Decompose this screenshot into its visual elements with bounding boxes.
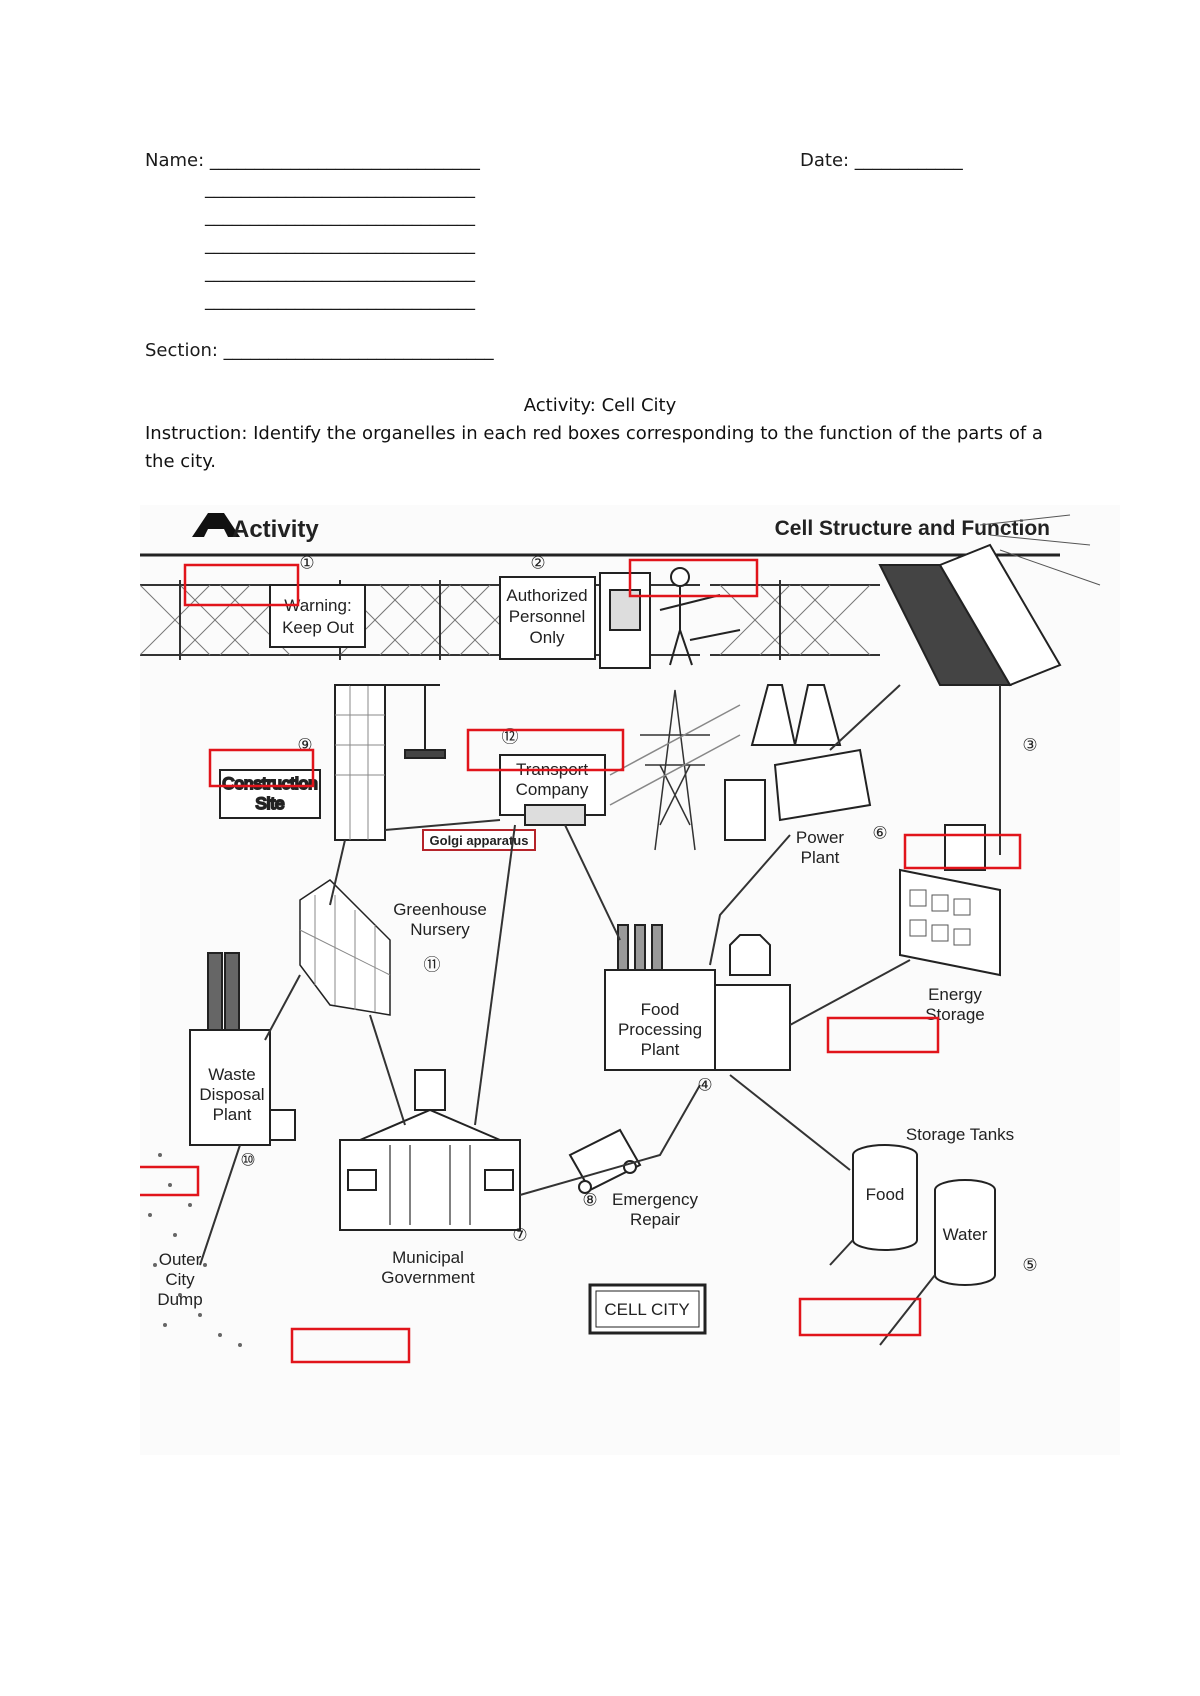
- emergency-repair-line-1: Emergency: [612, 1190, 698, 1209]
- number-marker-5: ⑤: [1022, 1256, 1037, 1275]
- cell-city-sign-text: CELL CITY: [604, 1300, 689, 1319]
- energy-storage-line-1: Energy: [928, 985, 982, 1004]
- greenhouse-line-2: Nursery: [410, 920, 470, 939]
- number-marker-4: ④: [697, 1076, 712, 1095]
- food-processing-line-2: Processing: [618, 1020, 702, 1039]
- tank-food-label: Food: [866, 1185, 905, 1204]
- outer-city-dump-line-3: Dump: [157, 1290, 202, 1309]
- warning-sign-line-2: Keep Out: [282, 618, 354, 637]
- figure-header-title: Cell Structure and Function: [775, 517, 1050, 540]
- number-marker-12: ⑫: [502, 728, 519, 747]
- name-blank-line-5[interactable]: ______________________________: [205, 290, 475, 311]
- answer-box-9[interactable]: [208, 748, 315, 788]
- section-field[interactable]: Section: ______________________________: [145, 340, 494, 361]
- answer-boxes: [140, 558, 1022, 1364]
- cell-city-sign: CELL CITY: [588, 1283, 707, 1335]
- answer-box-4[interactable]: [826, 1016, 940, 1054]
- authorized-sign-line-2: Personnel: [509, 607, 586, 626]
- answer-box-10[interactable]: [140, 1165, 200, 1197]
- tank-water-label: Water: [943, 1225, 988, 1244]
- construction-site-line-1: Construction: [222, 774, 317, 793]
- authorized-sign-line-3: Only: [530, 628, 565, 647]
- name-blank-line-1[interactable]: ______________________________: [205, 178, 475, 199]
- waste-disposal-line-1: Waste: [208, 1065, 256, 1084]
- municipal-government-line-2: Government: [381, 1268, 475, 1287]
- number-marker-6: ⑥: [872, 824, 887, 843]
- name-field[interactable]: Name: ______________________________: [145, 150, 480, 171]
- activity-logo-mark: [192, 513, 240, 537]
- golgi-label-text: Golgi apparatus: [430, 833, 529, 848]
- transport-company-line-2: Company: [516, 780, 589, 799]
- golgi-label: Golgi apparatus: [422, 829, 536, 851]
- answer-box-1[interactable]: [183, 563, 300, 607]
- number-marker-3: ③: [1022, 736, 1037, 755]
- waste-disposal-line-3: Plant: [213, 1105, 252, 1124]
- activity-logo-text: Activity: [232, 516, 319, 543]
- outer-city-dump-line-2: City: [165, 1270, 195, 1289]
- storage-tanks-label: Storage Tanks: [906, 1125, 1014, 1144]
- number-markers: ① ② ③ ④ ⑤ ⑥ ⑦ ⑧ ⑨ ⑩ ⑪ ⑫: [240, 554, 1037, 1275]
- construction-site-line-2: Site: [255, 794, 284, 813]
- outer-city-dump: Outer City Dump: [148, 1153, 242, 1347]
- warning-sign: Warning: Keep Out: [269, 584, 366, 648]
- outer-city-dump-line-1: Outer: [159, 1250, 202, 1269]
- power-plant-line-2: Plant: [801, 848, 840, 867]
- emergency-repair-line-2: Repair: [630, 1210, 680, 1229]
- construction-site: Construction Site: [219, 684, 446, 841]
- warning-sign-line-1: Warning:: [284, 596, 351, 615]
- greenhouse-line-1: Greenhouse: [393, 900, 487, 919]
- answer-box-2[interactable]: [628, 558, 759, 598]
- answer-box-7[interactable]: [290, 1327, 411, 1364]
- food-processing-line-1: Food: [641, 1000, 680, 1019]
- municipal-government: Municipal Government: [339, 1069, 521, 1287]
- activity-title: Activity: Cell City: [523, 395, 677, 416]
- greenhouse: Greenhouse Nursery: [299, 879, 487, 1016]
- answer-box-5[interactable]: [798, 1297, 922, 1337]
- authorized-sign-line-1: Authorized: [506, 586, 587, 605]
- date-field[interactable]: Date: ____________: [800, 150, 963, 171]
- instruction-text: Instruction: Identify the organelles in …: [145, 423, 1043, 472]
- name-blank-line-4[interactable]: ______________________________: [205, 262, 475, 283]
- cell-city-illustration: Activity Cell Structure and Function War…: [140, 505, 1120, 1455]
- figure-header: Activity Cell Structure and Function: [140, 513, 1060, 557]
- energy-storage: Energy Storage: [899, 824, 1001, 1024]
- number-marker-1: ①: [299, 554, 314, 573]
- answer-box-6[interactable]: [903, 833, 1022, 870]
- answer-box-12[interactable]: [466, 728, 625, 772]
- name-blank-line-2[interactable]: ______________________________: [205, 206, 475, 227]
- cell-city-figure: Activity Cell Structure and Function War…: [140, 505, 1120, 1455]
- food-processing-plant: Food Processing Plant: [604, 924, 791, 1071]
- authorized-sign: Authorized Personnel Only: [499, 576, 596, 660]
- name-blank-line-3[interactable]: ______________________________: [205, 234, 475, 255]
- power-plant-line-1: Power: [796, 828, 845, 847]
- waste-disposal-plant: Waste Disposal Plant: [189, 952, 296, 1146]
- number-marker-11: ⑪: [424, 956, 441, 975]
- number-marker-9: ⑨: [297, 736, 312, 755]
- number-marker-7: ⑦: [512, 1226, 527, 1245]
- number-marker-2: ②: [530, 554, 545, 573]
- number-marker-10: ⑩: [240, 1151, 255, 1170]
- food-processing-line-3: Plant: [641, 1040, 680, 1059]
- waste-disposal-line-2: Disposal: [199, 1085, 264, 1104]
- power-tower: [609, 689, 741, 851]
- guard-house: [599, 567, 741, 669]
- municipal-government-line-1: Municipal: [392, 1248, 464, 1267]
- power-plant: Power Plant: [724, 684, 872, 867]
- transport-company: Transport Company: [499, 754, 606, 826]
- storage-tanks: Storage Tanks Food Water: [852, 1125, 1014, 1286]
- nucleus-panel: [878, 514, 1101, 687]
- number-marker-8: ⑧: [582, 1191, 597, 1210]
- connecting-roads: [199, 684, 1001, 1346]
- energy-storage-line-2: Storage: [925, 1005, 985, 1024]
